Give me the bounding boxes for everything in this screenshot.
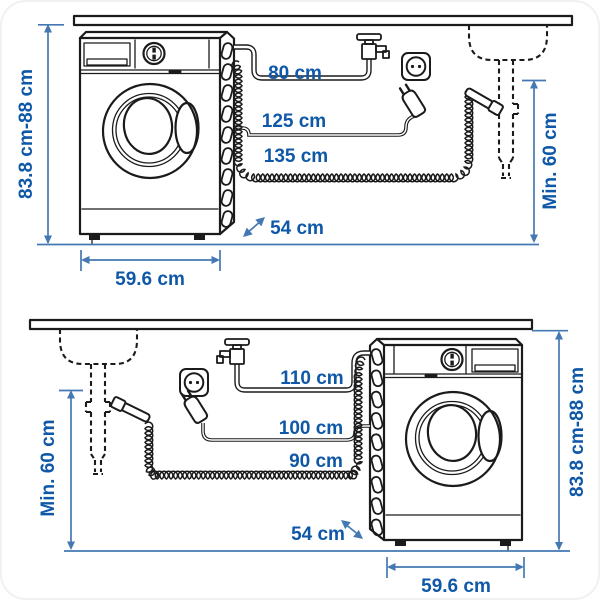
program-dial bbox=[440, 347, 464, 372]
vent-slot bbox=[220, 147, 234, 165]
vent-slot bbox=[220, 42, 234, 60]
drain-hose-connector bbox=[464, 87, 504, 117]
dial-mark bbox=[152, 54, 156, 60]
drain-pipe-upper bbox=[497, 60, 515, 104]
machine-top-edge bbox=[78, 30, 229, 40]
vent-slot bbox=[370, 497, 384, 515]
machine-top-edge bbox=[375, 337, 524, 347]
width-label: 59.6 cm bbox=[421, 576, 491, 597]
drain-hose-coil bbox=[231, 60, 474, 183]
dial-mark bbox=[152, 47, 156, 53]
height-label: 83.8 cm-88 cm bbox=[16, 69, 37, 199]
machine-foot bbox=[89, 234, 100, 240]
panel-dividers bbox=[393, 345, 467, 374]
sink-basin bbox=[58, 329, 139, 366]
drain-pipe-upper bbox=[89, 364, 107, 402]
drain-hose-coil bbox=[144, 356, 366, 480]
drain-coupling bbox=[84, 400, 112, 414]
program-dial-inner bbox=[146, 45, 162, 62]
control-panel-lines bbox=[79, 69, 221, 75]
vent-slot bbox=[370, 412, 384, 430]
clearance-label: Min. 60 cm bbox=[540, 112, 561, 209]
plug-icon bbox=[180, 389, 209, 424]
height-label: 83.8 cm-88 cm bbox=[567, 367, 588, 497]
vent-slot bbox=[220, 84, 234, 102]
vent-slot bbox=[370, 518, 384, 537]
power-cord-inner bbox=[234, 112, 421, 136]
machine-foot bbox=[395, 540, 406, 546]
machine-front bbox=[382, 343, 524, 542]
sink-basin bbox=[467, 25, 549, 62]
vent-slot bbox=[370, 390, 384, 409]
clearance-label: Min. 60 cm bbox=[38, 419, 59, 516]
drain-hose-connector bbox=[110, 396, 151, 423]
detergent-drawer bbox=[471, 348, 519, 373]
detergent-drawer bbox=[83, 42, 131, 67]
panel-dividers bbox=[134, 39, 210, 69]
drain-pipe-lower bbox=[497, 114, 515, 180]
countertop bbox=[72, 14, 574, 27]
top-diagram: 80 cm 125 cm 135 cm 54 cm 59.6 cm 83.8 c… bbox=[16, 14, 574, 290]
vent-slot bbox=[370, 454, 384, 473]
program-dial-inner bbox=[444, 351, 460, 368]
machine-foot bbox=[500, 540, 511, 546]
door-outer bbox=[404, 390, 502, 488]
drain-pipe-lower bbox=[89, 412, 107, 476]
dimensions-top bbox=[37, 23, 546, 271]
drum-opening bbox=[122, 96, 174, 156]
outlet-icon bbox=[401, 52, 431, 81]
width-label: 59.6 cm bbox=[115, 269, 185, 290]
washing-machine bbox=[78, 30, 236, 245]
vent-slot bbox=[220, 105, 234, 123]
control-panel-lines bbox=[383, 373, 523, 379]
vent-slots bbox=[220, 42, 234, 228]
vent-slot bbox=[220, 63, 234, 81]
bottom-diagram: 110 cm 100 cm 90 cm 54 cm 59.6 cm 83.8 c… bbox=[28, 318, 588, 597]
power-cord-label: 100 cm bbox=[279, 418, 343, 439]
vent-slot bbox=[220, 126, 234, 144]
plug-icon bbox=[398, 83, 427, 118]
supply-hose-inner bbox=[235, 351, 370, 392]
vent-slot bbox=[220, 189, 234, 207]
machine-front bbox=[78, 36, 222, 236]
faucet-icon bbox=[356, 33, 390, 60]
machine-foot bbox=[194, 234, 205, 240]
vent-slot bbox=[370, 476, 384, 494]
countertop bbox=[28, 318, 534, 331]
vent-slots bbox=[370, 348, 384, 537]
drum-opening bbox=[426, 403, 478, 463]
vent-slot bbox=[370, 433, 384, 451]
depth-label: 54 cm bbox=[291, 524, 345, 545]
vent-slot bbox=[220, 168, 234, 186]
faucet-icon bbox=[216, 338, 250, 365]
dial-mark bbox=[450, 360, 454, 366]
drain-hose-label: 90 cm bbox=[289, 451, 343, 472]
dial-mark bbox=[450, 353, 454, 359]
drawer-handle bbox=[86, 58, 128, 66]
dimensions-bottom bbox=[59, 329, 570, 578]
door-outer bbox=[101, 82, 199, 180]
outlet-icon bbox=[179, 368, 209, 397]
power-cord-label: 125 cm bbox=[262, 111, 326, 132]
vent-slot bbox=[220, 210, 234, 228]
drain-hose-label: 135 cm bbox=[264, 146, 328, 167]
supply-hose-label: 80 cm bbox=[268, 63, 322, 84]
supply-hose-label: 110 cm bbox=[280, 368, 343, 389]
depth-label: 54 cm bbox=[270, 218, 324, 239]
drawer-handle bbox=[474, 364, 516, 372]
vent-slot bbox=[370, 369, 384, 388]
sink-drain-outline bbox=[58, 329, 139, 476]
vent-slot bbox=[370, 348, 384, 366]
supply-hose-inner bbox=[234, 45, 371, 80]
washing-machine bbox=[368, 337, 524, 551]
program-dial bbox=[142, 41, 166, 66]
